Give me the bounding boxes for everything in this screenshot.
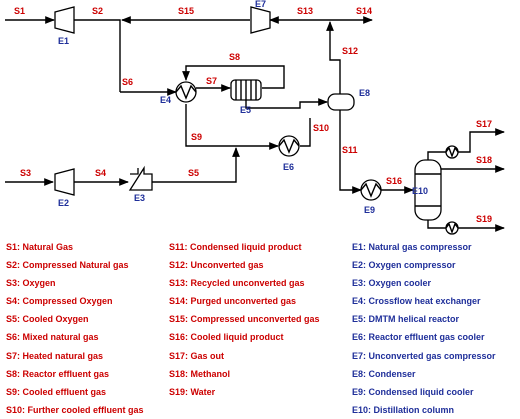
- stream-label-s17: S17: [476, 119, 492, 129]
- stream-label-s15: S15: [178, 6, 194, 16]
- equipment-label-e3: E3: [134, 193, 145, 203]
- stream-s10-line: [300, 118, 311, 147]
- legend-item-s8: S8: Reactor effluent gas: [6, 368, 110, 379]
- stream-s8-line: [182, 65, 285, 89]
- stream-label-s5: S5: [188, 168, 199, 178]
- legend-item-e8: E8: Condenser: [352, 368, 416, 379]
- stream-s5-line: [152, 147, 240, 183]
- equipment-label-e9: E9: [364, 205, 375, 215]
- crossflow-heat-exchanger-e4: [175, 81, 197, 103]
- stream-label-s14: S14: [356, 6, 372, 16]
- stream-label-s12: S12: [342, 46, 358, 56]
- reactor-effluent-gas-cooler-e6: [278, 135, 300, 157]
- legend-item-s18: S18: Methanol: [169, 368, 231, 379]
- legend-item-s2: S2: Compressed Natural gas: [6, 260, 129, 271]
- legend-item-s11: S11: Condensed liquid product: [169, 242, 302, 252]
- legend-item-e3: E3: Oxygen cooler: [352, 278, 432, 289]
- legend-item-s3: S3: Oxygen: [6, 278, 56, 289]
- legend-item-s15: S15: Compressed unconverted gas: [169, 314, 320, 325]
- stream-label-s3: S3: [20, 168, 31, 178]
- stream-label-s9: S9: [191, 132, 202, 142]
- condensed-liquid-cooler-e9: [360, 179, 382, 201]
- stream-label-s1: S1: [14, 6, 25, 16]
- legend-item-s19: S19: Water: [169, 386, 216, 397]
- stream-label-s13: S13: [297, 6, 313, 16]
- dmtm-helical-reactor-e5: [230, 79, 262, 101]
- oxygen-compressor-e2: [54, 168, 75, 196]
- equipment-label-e1: E1: [58, 36, 69, 46]
- stream-label-s19: S19: [476, 214, 492, 224]
- oxygen-cooler-e3: [128, 165, 153, 191]
- stream-s9-line: [185, 104, 279, 150]
- column-reboiler-icon: [445, 221, 459, 235]
- column-condenser-icon: [445, 145, 459, 159]
- legend-item-e7: E7: Unconverted gas compressor: [352, 350, 496, 361]
- stream-label-s18: S18: [476, 155, 492, 165]
- equipment-label-e8: E8: [359, 88, 370, 98]
- equipment-label-e10: E10: [412, 186, 428, 196]
- legend-item-e6: E6: Reactor effluent gas cooler: [352, 332, 485, 343]
- legend-item-e4: E4: Crossflow heat exchanger: [352, 296, 481, 307]
- condenser-e8: [327, 93, 355, 111]
- stream-s12-line: [326, 21, 341, 94]
- stream-label-s4: S4: [95, 168, 106, 178]
- stream-s11-line: [339, 110, 362, 194]
- unconverted-gas-compressor-e7: [250, 6, 271, 34]
- distillation-column-e10: [414, 159, 442, 221]
- legend-item-e2: E2: Oxygen compressor: [352, 260, 456, 271]
- equipment-label-e4: E4: [160, 95, 171, 105]
- equipment-label-e5: E5: [240, 105, 251, 115]
- legend-item-s7: S7: Heated natural gas: [6, 350, 104, 361]
- legend-item-s14: S14: Purged unconverted gas: [169, 296, 297, 307]
- legend-item-e5: E5: DMTM helical reactor: [352, 314, 460, 325]
- legend-item-s9: S9: Cooled effluent gas: [6, 386, 107, 397]
- legend-item-s13: S13: Recycled unconverted gas: [169, 278, 305, 289]
- legend-item-s1: S1: Natural Gas: [6, 242, 74, 252]
- stream-label-s16: S16: [386, 176, 402, 186]
- legend-item-e1: E1: Natural gas compressor: [352, 242, 472, 252]
- stream-label-s2: S2: [92, 6, 103, 16]
- equipment-legend: E1: Natural gas compressor E2: Oxygen co…: [352, 238, 496, 419]
- legend-item-s5: S5: Cooled Oxygen: [6, 314, 89, 325]
- stream-label-s11: S11: [342, 145, 358, 155]
- stream-s2-line: [74, 19, 121, 92]
- process-flow-diagram: S1 S2 S15 S13 S14 S12 S8 S6 S7 S9 S10 S1…: [5, 0, 520, 236]
- stream-label-s8: S8: [229, 52, 240, 62]
- stream-label-s10: S10: [313, 123, 329, 133]
- stream-legend-column-2: S11: Condensed liquid product S12: Uncon…: [169, 238, 320, 401]
- stream-e5-outlet-line: [245, 98, 328, 109]
- stream-s19-line: [427, 220, 504, 228]
- stream-s17-line: [427, 132, 504, 160]
- stream-legend-column-1: S1: Natural Gas S2: Compressed Natural g…: [6, 238, 144, 419]
- stream-label-s6: S6: [122, 77, 133, 87]
- equipment-label-e6: E6: [283, 162, 294, 172]
- legend-item-s12: S12: Unconverted gas: [169, 260, 264, 271]
- equipment-label-e7: E7: [255, 0, 266, 9]
- natural-gas-compressor-e1: [54, 6, 75, 34]
- legend-item-s4: S4: Compressed Oxygen: [6, 296, 113, 307]
- equipment-label-e2: E2: [58, 198, 69, 208]
- legend-item-e9: E9: Condensed liquid cooler: [352, 386, 474, 397]
- stream-label-s7: S7: [206, 76, 217, 86]
- legend-item-s17: S17: Gas out: [169, 350, 225, 361]
- legend-item-s16: S16: Cooled liquid product: [169, 332, 284, 343]
- legend-item-s6: S6: Mixed natural gas: [6, 332, 99, 343]
